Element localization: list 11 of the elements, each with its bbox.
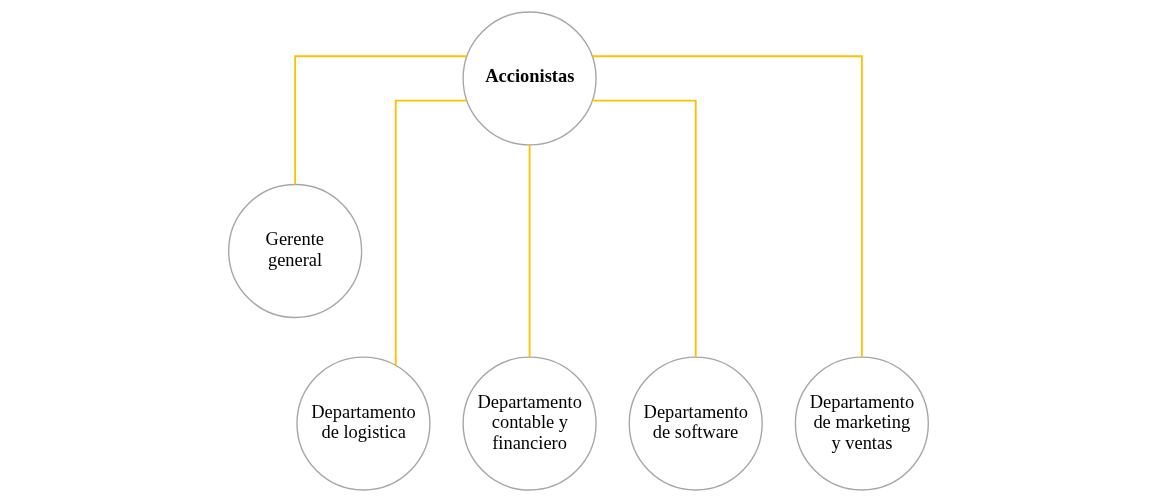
connector [394,99,467,367]
node-circle: Departamento contable y financiero [461,356,597,491]
connector [591,55,863,358]
connector [590,99,697,358]
node-circle: Accionistas [461,11,597,146]
connector [293,55,468,186]
connector [528,144,530,358]
node-circle: Departamento de logistica [295,356,431,491]
node-circle: Gerente general [227,183,362,319]
node-circle: Departamento de marketing y ventas [794,356,929,491]
node-circle: Departamento de software [628,356,763,491]
